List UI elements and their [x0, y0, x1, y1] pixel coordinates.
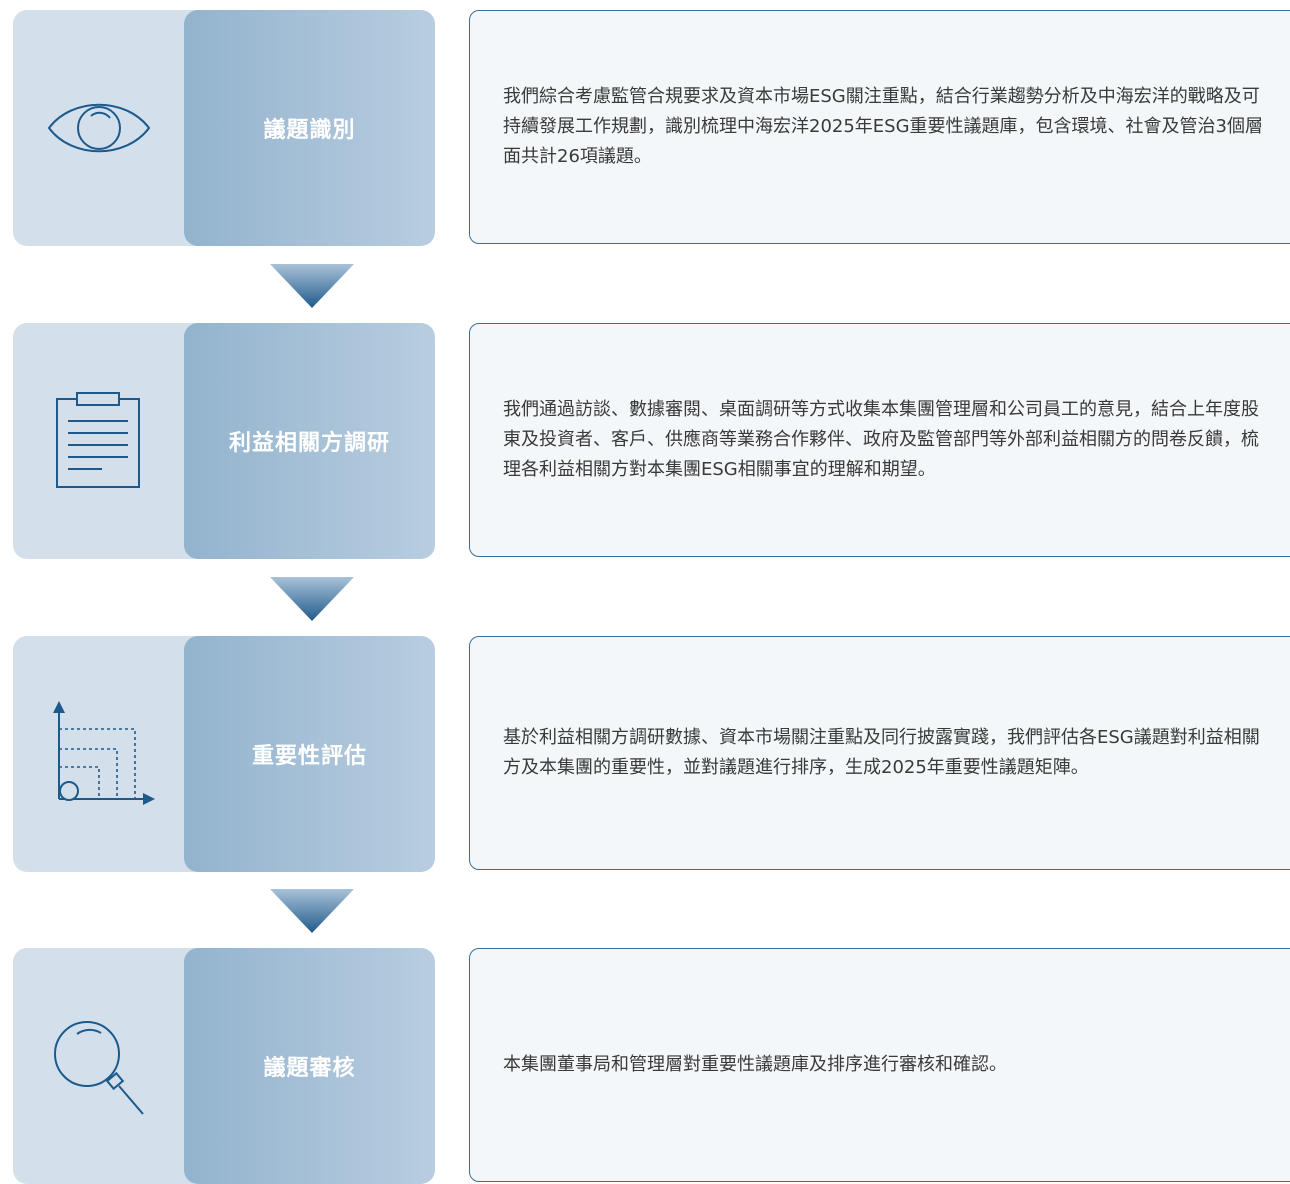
step-title-panel: 議題審核 — [184, 948, 435, 1184]
step-title-panel: 重要性評估 — [184, 636, 435, 872]
step-title: 議題審核 — [263, 1056, 356, 1081]
down-arrow-icon — [270, 889, 354, 933]
process-step-stakeholder-survey: 利益相關方調研 我們通過訪談、數據審閱、桌面調研等方式收集本集團管理層和公司員工… — [0, 323, 1290, 559]
magnifier-icon — [13, 948, 184, 1184]
step-card: 議題審核 — [13, 948, 435, 1184]
process-step-identification: 議題識別 我們綜合考慮監管合規要求及資本市場ESG關注重點，結合行業趨勢分析及中… — [0, 10, 1290, 246]
step-title: 利益相關方調研 — [228, 431, 390, 456]
step-card: 議題識別 — [13, 10, 435, 246]
step-title-panel: 議題識別 — [184, 10, 435, 246]
matrix-chart-icon — [13, 636, 184, 872]
step-description: 基於利益相關方調研數據、資本市場關注重點及同行披露實踐，我們評估各ESG議題對利… — [503, 727, 1260, 778]
step-title: 議題識別 — [263, 118, 356, 143]
step-card: 利益相關方調研 — [13, 323, 435, 559]
process-step-review: 議題審核 本集團董事局和管理層對重要性議題庫及排序進行審核和確認。 — [0, 948, 1290, 1184]
step-card: 重要性評估 — [13, 636, 435, 872]
step-description: 我們通過訪談、數據審閱、桌面調研等方式收集本集團管理層和公司員工的意見，結合上年… — [503, 399, 1259, 480]
step-title: 重要性評估 — [251, 744, 367, 769]
clipboard-icon — [13, 323, 184, 559]
step-description-card: 本集團董事局和管理層對重要性議題庫及排序進行審核和確認。 — [469, 948, 1290, 1182]
step-description: 本集團董事局和管理層對重要性議題庫及排序進行審核和確認。 — [503, 1054, 1007, 1075]
down-arrow-icon — [270, 577, 354, 621]
step-description: 我們綜合考慮監管合規要求及資本市場ESG關注重點，結合行業趨勢分析及中海宏洋的戰… — [503, 86, 1264, 167]
step-title-panel: 利益相關方調研 — [184, 323, 435, 559]
step-description-card: 基於利益相關方調研數據、資本市場關注重點及同行披露實踐，我們評估各ESG議題對利… — [469, 636, 1290, 870]
step-description-card: 我們綜合考慮監管合規要求及資本市場ESG關注重點，結合行業趨勢分析及中海宏洋的戰… — [469, 10, 1290, 244]
eye-icon — [13, 10, 184, 246]
process-step-materiality-assessment: 重要性評估 基於利益相關方調研數據、資本市場關注重點及同行披露實踐，我們評估各E… — [0, 636, 1290, 872]
step-description-card: 我們通過訪談、數據審閱、桌面調研等方式收集本集團管理層和公司員工的意見，結合上年… — [469, 323, 1290, 557]
down-arrow-icon — [270, 264, 354, 308]
